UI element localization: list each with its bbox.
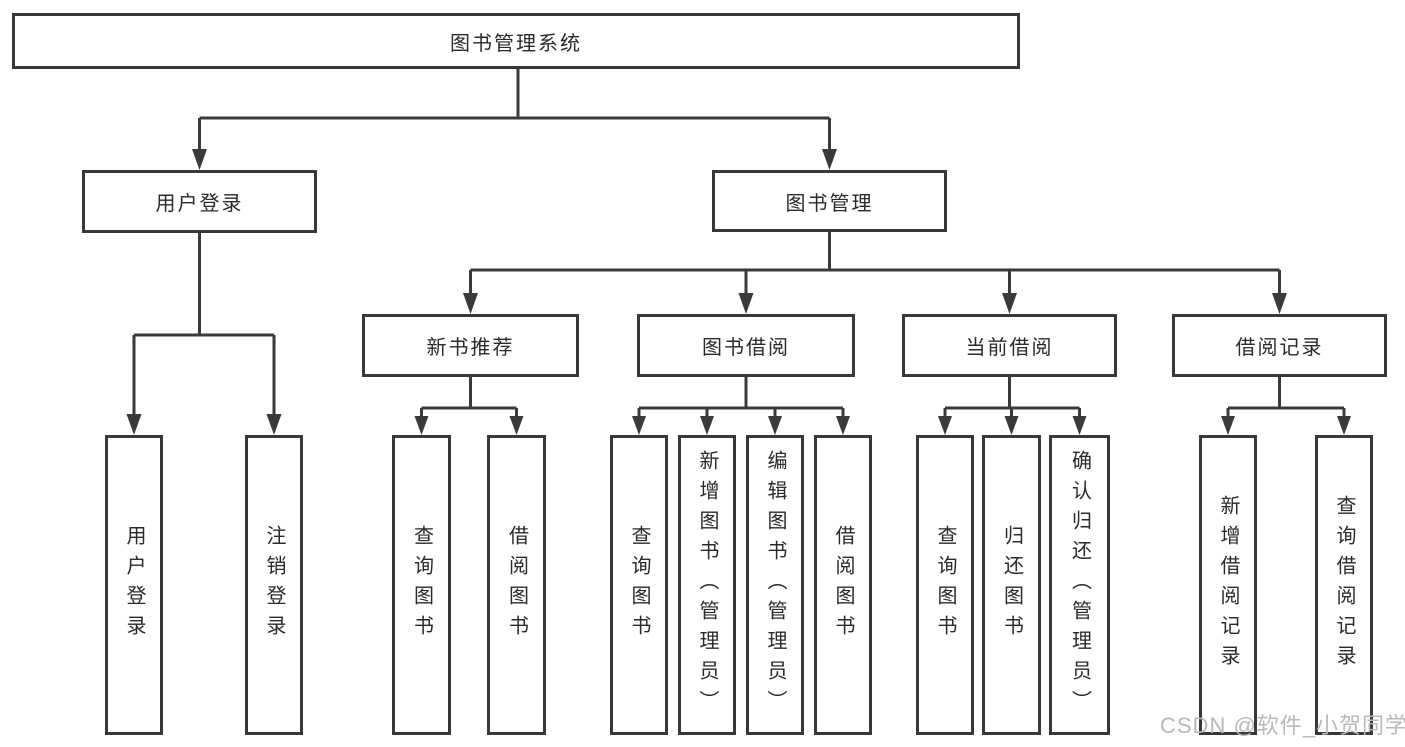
leaf-recommend-query-books: 查询图书 — [392, 435, 451, 735]
node-label: 注销登录 — [263, 525, 285, 645]
node-label: 当前借阅 — [965, 337, 1054, 359]
node-label: 借阅图书 — [505, 525, 528, 645]
node-label: 借阅图书 — [832, 525, 854, 645]
leaf-borrow-add-book-admin: 新增图书（管理员） — [678, 435, 736, 735]
node-label: 查询图书 — [628, 525, 650, 645]
node-current-borrow: 当前借阅 — [902, 314, 1117, 377]
leaf-borrow-query-books: 查询图书 — [610, 435, 668, 735]
arrowheads — [126, 149, 1351, 435]
node-new-book-recommend: 新书推荐 — [362, 314, 579, 377]
node-label: 借阅记录 — [1235, 337, 1324, 359]
leaf-record-add-borrow-record: 新增借阅记录 — [1199, 435, 1257, 735]
leaf-recommend-borrow-books: 借阅图书 — [487, 435, 546, 735]
node-label: 图书借阅 — [702, 337, 790, 359]
node-label: 新增图书（管理员） — [696, 450, 718, 720]
node-label: 归还图书 — [1000, 525, 1023, 645]
leaf-record-query-borrow-record: 查询借阅记录 — [1315, 435, 1373, 735]
node-label: 查询图书 — [410, 525, 433, 645]
node-label: 新书推荐 — [426, 337, 515, 359]
leaf-borrow-borrow-books: 借阅图书 — [814, 435, 872, 735]
node-borrow-records: 借阅记录 — [1172, 314, 1387, 377]
node-label: 用户登录 — [123, 525, 145, 645]
csdn-watermark: CSDN @软件_小贺同学 — [1160, 713, 1405, 738]
leaf-current-confirm-return-admin: 确认归还（管理员） — [1049, 435, 1110, 735]
node-label: 编辑图书（管理员） — [764, 450, 786, 720]
node-book-management: 图书管理 — [712, 170, 947, 232]
node-label: 用户登录 — [155, 193, 244, 215]
node-label: 查询图书 — [934, 525, 956, 645]
leaf-borrow-edit-book-admin: 编辑图书（管理员） — [746, 435, 804, 735]
node-label: 图书管理系统 — [450, 32, 582, 55]
node-user-login: 用户登录 — [82, 170, 317, 233]
node-label: 确认归还（管理员） — [1068, 450, 1091, 720]
node-label: 图书管理 — [785, 192, 874, 215]
node-label: 新增借阅记录 — [1217, 495, 1239, 675]
leaf-current-query-books: 查询图书 — [916, 435, 974, 735]
leaf-logout: 注销登录 — [245, 435, 303, 735]
node-label: 查询借阅记录 — [1333, 495, 1355, 675]
node-book-borrow: 图书借阅 — [637, 314, 855, 377]
leaf-user-login: 用户登录 — [105, 435, 163, 735]
node-library-system: 图书管理系统 — [12, 13, 1020, 69]
leaf-current-return-book: 归还图书 — [982, 435, 1041, 735]
